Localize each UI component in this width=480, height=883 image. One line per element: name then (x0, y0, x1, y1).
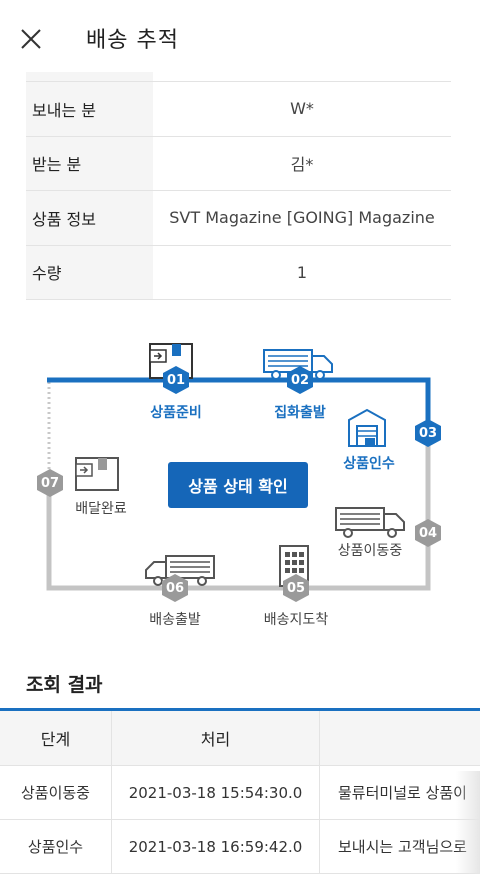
results-title: 조회 결과 (26, 674, 103, 696)
cell-detail: 물류터미널로 상품이 (338, 784, 467, 802)
info-row-receiver: 받는 분 김* (26, 136, 451, 191)
box-icon (149, 343, 193, 379)
step-badge-07: 07 (35, 468, 65, 498)
info-label: 보내는 분 (26, 82, 153, 136)
page-title: 배송 추적 (86, 28, 179, 53)
step-badge-05: 05 (281, 573, 311, 603)
info-label: 상품 정보 (26, 191, 153, 245)
info-row-sender: 보내는 분 W* (26, 82, 451, 137)
info-value: SVT Magazine [GOING] Magazine (169, 208, 435, 228)
step-label-01: 상품준비 (150, 405, 202, 421)
cell-detail: 보내시는 고객님으로 (338, 838, 467, 856)
results-table[interactable]: 단계 처리 상품이동중 2021-03-18 15:54:30.0 물류터미널로… (0, 708, 480, 874)
info-value: 1 (296, 262, 308, 282)
info-table-top (26, 72, 451, 82)
cell-stage: 상품이동중 (0, 766, 112, 819)
info-value: W* (290, 99, 314, 119)
box-icon (75, 457, 119, 491)
close-button[interactable] (18, 26, 44, 52)
step-label-02: 집화출발 (274, 405, 326, 421)
step-badge-03: 03 (413, 418, 443, 448)
column-header-stage: 단계 (0, 711, 112, 765)
results-header-row: 단계 처리 (0, 711, 480, 766)
check-status-button[interactable]: 상품 상태 확인 (168, 462, 308, 508)
step-label-05: 배송지도착 (263, 612, 329, 628)
column-header-time: 처리 (112, 711, 320, 765)
scroll-fade (456, 771, 480, 874)
info-label: 수량 (26, 245, 153, 299)
info-value: 김* (290, 155, 314, 175)
step-badge-02: 02 (285, 365, 315, 395)
step-label-06: 배송출발 (149, 612, 201, 628)
table-row: 상품인수 2021-03-18 16:59:42.0 보내시는 고객님으로 (0, 820, 480, 874)
step-label-07: 배달완료 (75, 501, 127, 517)
cell-time: 2021-03-18 16:59:42.0 (112, 820, 320, 873)
step-badge-06: 06 (160, 573, 190, 603)
truck-icon (335, 507, 405, 538)
truck-icon (145, 555, 215, 586)
table-row: 상품이동중 2021-03-18 15:54:30.0 물류터미널로 상품이 (0, 766, 480, 820)
header-bar: 배송 추적 (0, 0, 480, 78)
truck-icon (263, 349, 333, 380)
shipment-info-table: 보내는 분 W* 받는 분 김* 상품 정보 SVT Magazine [GOI… (26, 72, 451, 300)
step-badge-01: 01 (161, 365, 191, 395)
delivery-status-diagram: 01 02 03 04 05 06 07 상품준비 집화출발 상품인수 상품이동… (0, 330, 480, 640)
info-label: 받는 분 (26, 136, 153, 190)
step-label-04: 상품이동중 (337, 543, 403, 559)
warehouse-icon (348, 408, 386, 447)
step-badge-04: 04 (413, 518, 443, 548)
info-row-quantity: 수량 1 (26, 245, 451, 300)
column-header-detail (320, 711, 480, 765)
cell-stage: 상품인수 (0, 820, 112, 873)
step-label-03: 상품인수 (343, 456, 395, 472)
close-icon (21, 29, 41, 49)
cell-time: 2021-03-18 15:54:30.0 (112, 766, 320, 819)
info-row-product: 상품 정보 SVT Magazine [GOING] Magazine (26, 191, 451, 246)
